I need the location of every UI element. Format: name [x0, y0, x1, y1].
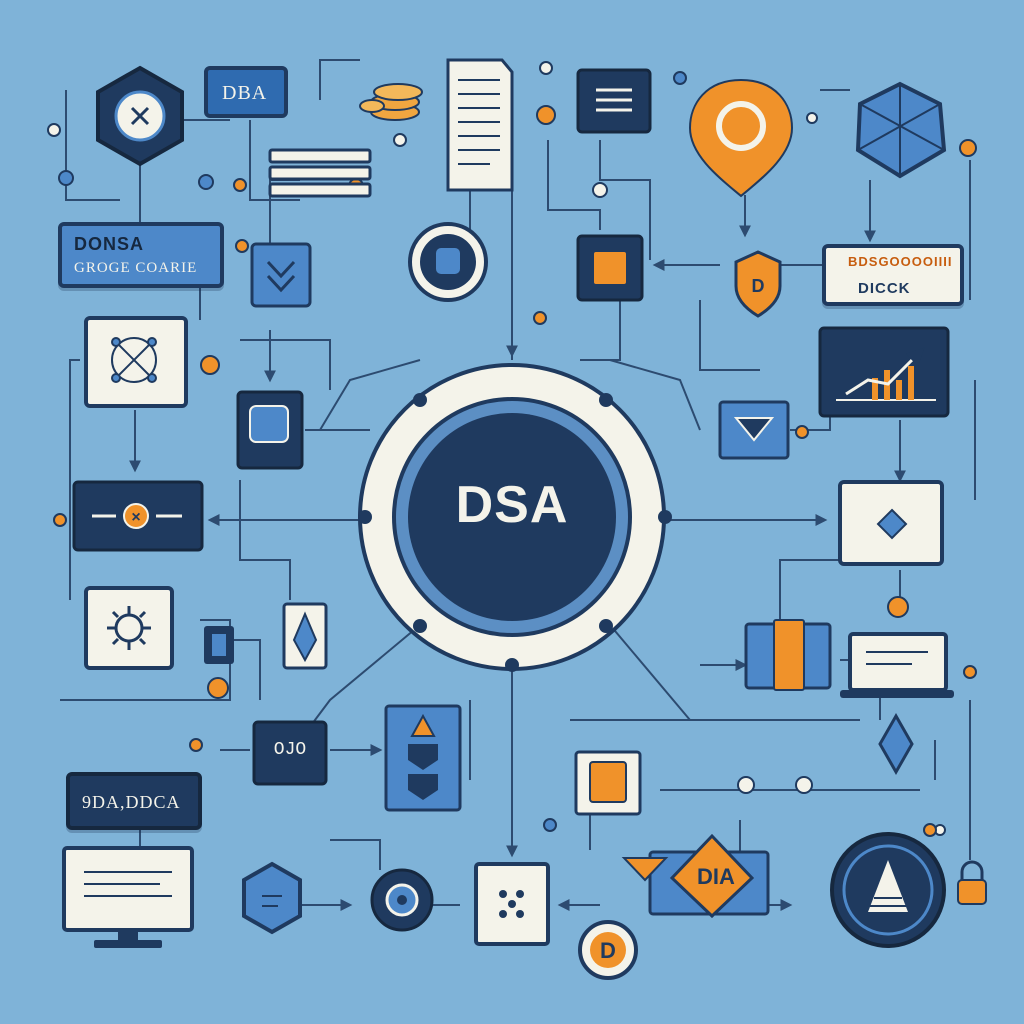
ojo-label-wrap: OJO	[258, 740, 322, 766]
slider-icon	[773, 619, 805, 691]
orange-doc-icon	[594, 252, 626, 284]
camera-icon	[370, 868, 434, 932]
shield-icon	[734, 250, 782, 318]
monitor-icon	[62, 846, 194, 948]
small-crystal-icon	[878, 712, 914, 776]
line-chart-icon	[836, 347, 936, 401]
dia-label: DIA	[697, 864, 735, 889]
code-box-label: OJO	[273, 740, 307, 760]
orange-triangle-icon	[621, 857, 669, 882]
orange-accent-dots	[53, 105, 977, 837]
list-icon	[596, 88, 632, 112]
bottom-disc-fill	[590, 932, 626, 968]
central-hub	[358, 363, 672, 672]
dots-grid-icon	[499, 890, 524, 918]
document-icon	[446, 58, 514, 192]
top-tag-label: DBA	[222, 82, 268, 104]
code-badge-icon	[408, 222, 488, 302]
left-banner-line1: DONSA	[74, 234, 145, 254]
close-circle-icon	[123, 503, 149, 529]
shield-stack-icon	[408, 713, 438, 800]
gem-icon	[292, 611, 318, 663]
square-icon	[249, 405, 289, 443]
gear-box	[84, 586, 174, 670]
shield-letter: D	[752, 276, 765, 296]
left-banner-line2: GROGE COARIE	[74, 260, 198, 276]
gear-icon	[107, 606, 151, 650]
triangle-down-icon	[733, 417, 775, 442]
center-label: DSA	[455, 476, 569, 534]
hex-shield-icon	[242, 861, 302, 935]
network-icon	[111, 337, 157, 383]
hexagon-badge-icon	[96, 65, 184, 167]
right-card-line2: DICCK	[858, 280, 911, 297]
map-pin-icon	[688, 78, 794, 198]
chevron-down-icon	[266, 260, 296, 293]
top-tag: DBA	[204, 66, 288, 118]
right-card: BDSGOOOOIIII DICCK	[822, 244, 964, 306]
orange-card-icon	[589, 761, 627, 803]
laptop-icon	[840, 632, 954, 698]
left-banner: DONSA GROGE COARIE	[58, 222, 224, 288]
orange-diamond-icon	[669, 833, 755, 919]
ojo-box	[252, 720, 328, 786]
right-card-line1: BDSGOOOOIIII	[848, 254, 953, 269]
stacked-bars	[268, 148, 372, 198]
cone-icon	[830, 832, 946, 948]
crystal-icon	[855, 81, 947, 179]
close-symbol: ×	[131, 509, 140, 526]
bottom-left-tag: 9DA,DDCA	[66, 772, 202, 830]
diamond-icon	[876, 508, 908, 540]
lock-icon	[957, 860, 987, 905]
coin-stack-icon	[359, 83, 423, 121]
bottom-disc-letter: D	[600, 938, 616, 963]
bottom-left-tag-label: 9DA,DDCA	[82, 792, 181, 812]
battery-fill	[212, 634, 226, 656]
dia-label-wrap: DIA	[676, 864, 756, 894]
